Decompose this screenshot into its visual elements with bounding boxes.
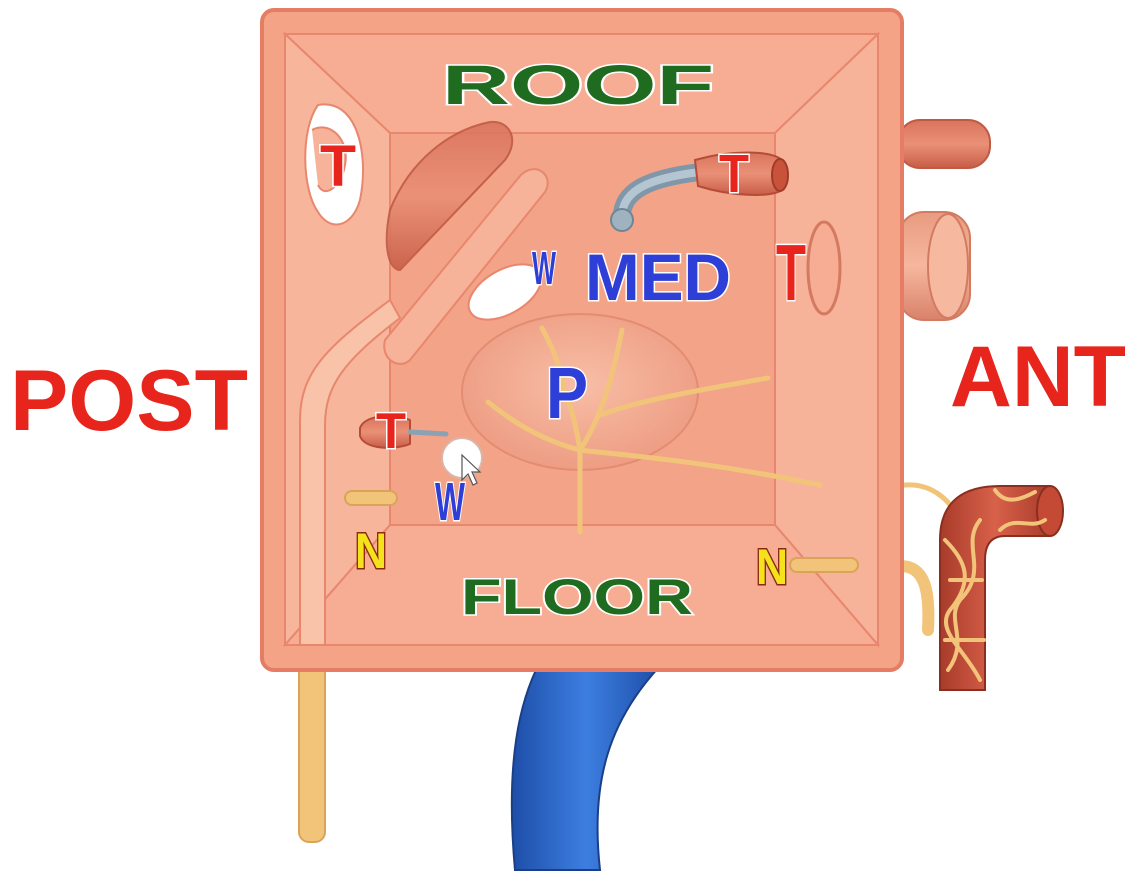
tensor-tympani-muscle-end	[772, 159, 788, 191]
lower-left-nerve-stub	[299, 660, 325, 842]
anterior-wall-opening	[808, 222, 840, 314]
tensor-tympani-tendon-end	[611, 209, 633, 231]
med-label: MED	[585, 240, 731, 314]
promontory-label: P	[546, 354, 588, 434]
oval-window-label: W	[532, 242, 556, 294]
posterior-nerve-stub	[345, 491, 397, 505]
n-label-posterior: N	[355, 523, 387, 579]
upper-anterior-tube	[898, 120, 990, 168]
roof-label: ROOF	[442, 53, 714, 116]
anterior-nerve-stub	[790, 558, 858, 572]
floor-label: FLOOR	[461, 569, 693, 625]
middle-anterior-tube-opening	[928, 214, 968, 318]
t-label-stapedius: T	[376, 403, 406, 459]
stapedius-tendon	[410, 432, 446, 434]
n-label-anterior: N	[756, 539, 788, 595]
t-label-posterior-upper: T	[320, 134, 356, 199]
jugular-vein	[512, 662, 660, 870]
t-label-anterior: T	[776, 228, 806, 317]
carotid-artery	[940, 486, 1050, 690]
ant-label: ANT	[950, 329, 1126, 425]
post-label: POST	[10, 353, 248, 449]
carotid-artery-opening	[1037, 486, 1063, 536]
round-window-label: W	[435, 472, 465, 532]
t-label-tensor-tympani: T	[719, 144, 749, 204]
